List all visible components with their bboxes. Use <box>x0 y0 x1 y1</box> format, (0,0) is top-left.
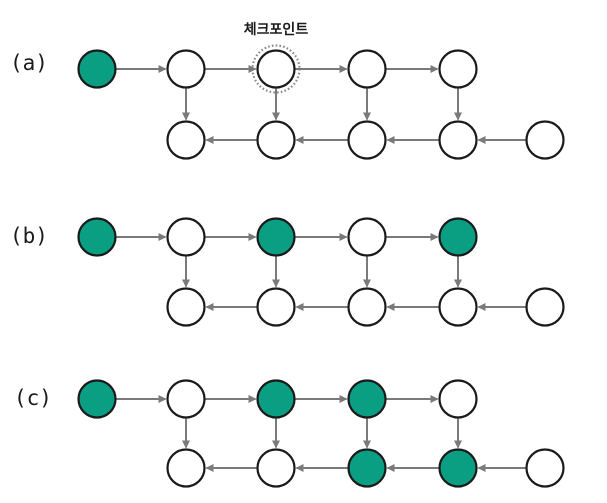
backward-node <box>525 448 565 488</box>
backward-node <box>438 120 478 160</box>
panel-label: (c) <box>14 386 52 410</box>
panel-0: (a) 체크포인트 <box>10 21 565 160</box>
saved-gradient-node <box>347 448 387 488</box>
checkpoint-label: 체크포인트 <box>244 21 309 38</box>
saved-activation-node <box>347 379 387 419</box>
backward-node <box>347 287 387 327</box>
panel-label: (a) <box>10 51 48 75</box>
panel-2: (c) <box>14 379 565 488</box>
saved-activation-node <box>77 49 117 89</box>
backward-node <box>166 287 206 327</box>
backward-node <box>347 120 387 160</box>
saved-gradient-node <box>438 448 478 488</box>
saved-activation-node <box>256 217 296 257</box>
backward-node <box>525 287 565 327</box>
forward-node <box>347 217 387 257</box>
forward-node <box>166 379 206 419</box>
backward-node <box>166 120 206 160</box>
saved-activation-node <box>77 379 117 419</box>
forward-node <box>438 379 478 419</box>
backward-node <box>166 448 206 488</box>
forward-node <box>166 217 206 257</box>
forward-node <box>438 49 478 89</box>
forward-node <box>166 49 206 89</box>
saved-activation-node <box>256 379 296 419</box>
saved-activation-node <box>77 217 117 257</box>
forward-node <box>347 49 387 89</box>
backward-node <box>256 287 296 327</box>
backward-node <box>438 287 478 327</box>
forward-node <box>256 49 296 89</box>
panel-label: (b) <box>10 224 48 248</box>
backward-node <box>256 448 296 488</box>
backward-node <box>256 120 296 160</box>
backward-node <box>525 120 565 160</box>
panel-1: (b) <box>10 217 565 327</box>
saved-activation-node <box>438 217 478 257</box>
